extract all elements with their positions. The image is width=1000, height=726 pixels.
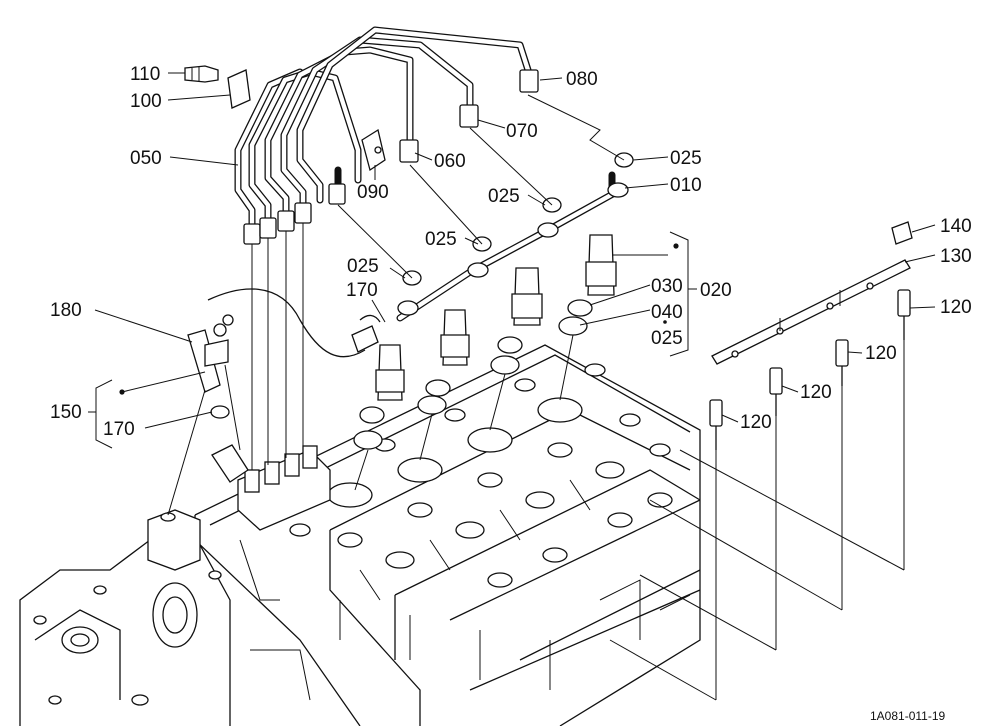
- glow-plug-4: [897, 289, 911, 340]
- return-hose-assembly: [167, 288, 381, 516]
- label-025-d: 025: [347, 256, 379, 277]
- nozzle-holder-4: [558, 234, 617, 336]
- label-150: 150: [50, 402, 82, 423]
- leader-lines: [88, 72, 936, 449]
- injection-pipes: [184, 26, 539, 470]
- nozzle-holder-2: [417, 309, 470, 415]
- label-120-b: 120: [865, 343, 897, 364]
- label-080: 080: [566, 69, 598, 90]
- drawing-code: 1A081-011-19: [870, 709, 945, 723]
- label-140: 140: [940, 216, 972, 237]
- nozzle-holder-1: [353, 344, 405, 450]
- label-120-c: 120: [800, 382, 832, 403]
- glow-plug-3: [835, 339, 849, 386]
- label-070: 070: [506, 121, 538, 142]
- label-170-a: 170: [346, 280, 378, 301]
- label-010: 010: [670, 175, 702, 196]
- engine-block-drawing: [19, 344, 701, 726]
- label-030: 030: [651, 276, 683, 297]
- glow-plug-1: [709, 399, 723, 450]
- label-040: 040: [651, 302, 683, 323]
- label-060: 060: [434, 151, 466, 172]
- label-025-b: 025: [488, 186, 520, 207]
- label-170-b: 170: [103, 419, 135, 440]
- nozzle-holders: [353, 234, 617, 491]
- label-130: 130: [940, 246, 972, 267]
- nozzle-holder-3: [490, 267, 543, 375]
- label-025-c: 025: [425, 229, 457, 250]
- label-020: 020: [700, 280, 732, 301]
- label-025-e: 025: [651, 328, 683, 349]
- overflow-pipe: [337, 94, 634, 322]
- label-100: 100: [130, 91, 162, 112]
- label-120-a: 120: [940, 297, 972, 318]
- label-120-d: 120: [740, 412, 772, 433]
- label-110: 110: [130, 64, 160, 85]
- label-090: 090: [357, 182, 389, 203]
- label-180: 180: [50, 300, 82, 321]
- label-025-a: 025: [670, 148, 702, 169]
- glow-plug-2: [769, 367, 783, 416]
- part-labels: 110 100 050 090 060 070 080 025 010 025 …: [50, 64, 972, 723]
- label-050: 050: [130, 148, 162, 169]
- head-bosses: [289, 363, 673, 588]
- glow-plug-assembly: [609, 221, 913, 701]
